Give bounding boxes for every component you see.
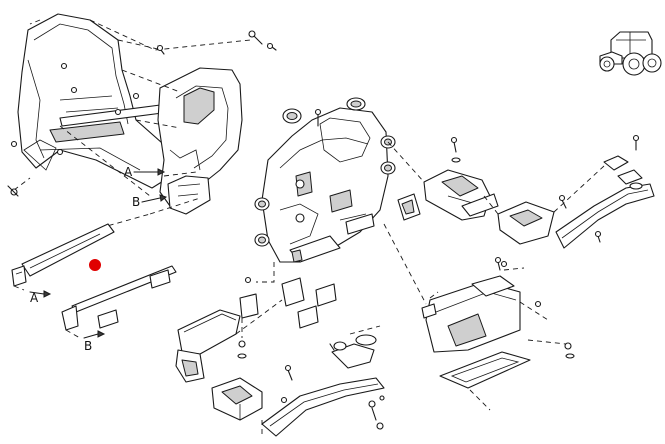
lower-left-duct [175, 309, 241, 383]
right-upper-duct [423, 169, 499, 221]
right-mid-duct [497, 201, 555, 245]
rear-frame-assembly [10, 13, 243, 215]
console-bolt [314, 108, 322, 127]
assembly-lines-right [235, 141, 605, 436]
right-duct-outlet [397, 193, 421, 221]
callout-label-b-lower: B [84, 339, 92, 353]
top-bolts [7, 30, 277, 197]
right-duct-fasteners [469, 300, 575, 411]
lower-long-duct [261, 334, 385, 437]
callout-a-upper: A [124, 165, 166, 179]
lower-left-rails [11, 223, 177, 339]
lower-duct-outlet [211, 377, 263, 421]
console-lower-bracket [239, 262, 337, 338]
center-right-duct [421, 260, 525, 353]
callout-label-b-upper: B [132, 195, 140, 209]
hotspot-marker[interactable] [89, 259, 101, 271]
grille-frame [439, 351, 531, 389]
right-fasteners [450, 134, 640, 271]
lower-center-fasteners [237, 340, 385, 404]
central-console [261, 107, 389, 263]
callout-b-lower: B [83, 330, 106, 353]
round-vents [254, 97, 396, 247]
callout-b-upper: B [132, 194, 168, 209]
right-long-duct [555, 155, 655, 249]
callout-a-lower: A [29, 290, 52, 305]
callout-label-a-upper: A [124, 165, 133, 179]
callout-label-a-lower: A [30, 291, 39, 305]
assembly-lines-upper [13, 19, 251, 229]
tractor-icon [599, 31, 662, 76]
